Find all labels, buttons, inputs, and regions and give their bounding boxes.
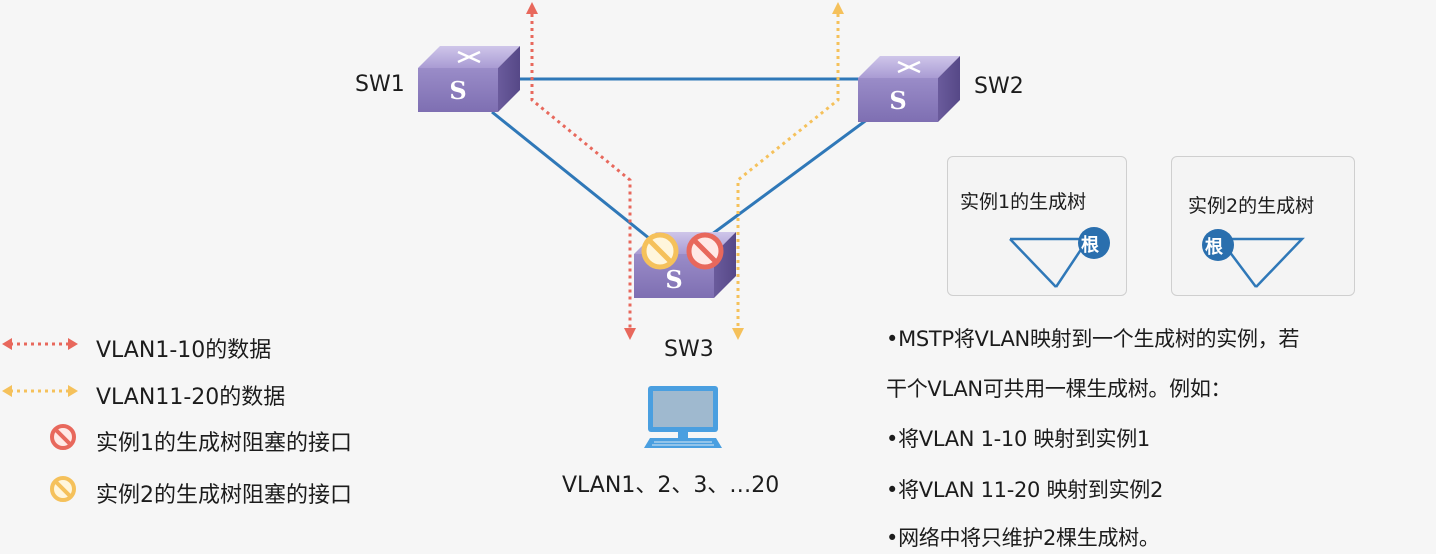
flow-vlan11-20-arrowhead-bottom — [732, 328, 744, 340]
legend-arrow-vlan11-20-icon — [2, 385, 78, 397]
legend-item-vlan11-20: VLAN11-20的数据 — [96, 385, 286, 410]
flow-vlan11-20 — [736, 14, 840, 330]
legend-item-blocked-instance1: 实例1的生成树阻塞的接口 — [96, 431, 352, 456]
legend-item-blocked-instance2: 实例2的生成树阻塞的接口 — [96, 483, 352, 508]
instance2-tree-graphic — [1202, 229, 1305, 288]
pc-vlan-label: VLAN1、2、3、…20 — [562, 473, 780, 498]
svg-text:S: S — [665, 265, 682, 294]
sw1-label: SW1 — [355, 72, 405, 97]
legend-blocked-instance2-icon — [50, 476, 76, 502]
legend-item-vlan1-10: VLAN1-10的数据 — [96, 338, 272, 363]
instance2-root-badge: 根 — [1205, 237, 1223, 258]
instance2-title: 实例2的生成树 — [1188, 195, 1315, 217]
legend-blocked-instance1-icon — [50, 424, 76, 450]
instance1-tree-graphic — [1009, 227, 1110, 288]
flow-vlan11-20-arrowhead-top — [832, 2, 844, 14]
legend-arrow-vlan1-10-icon — [2, 338, 78, 350]
blocked-port-instance2-icon — [641, 232, 679, 270]
sw2-label: SW2 — [974, 74, 1024, 99]
instance1-root-badge: 根 — [1081, 235, 1099, 256]
switch-sw1-icon: S — [418, 46, 520, 112]
instance1-title: 实例1的生成树 — [960, 191, 1087, 213]
flow-vlan1-10-arrowhead-bottom — [624, 328, 636, 340]
instance1-tree-panel: 实例1的生成树 根 — [947, 156, 1127, 296]
link-sw2-sw3 — [699, 114, 873, 245]
note-line-1: •MSTP将VLAN映射到一个生成树的实例，若 — [886, 327, 1300, 351]
switch-sw2-icon: S — [858, 56, 960, 122]
svg-text:S: S — [449, 76, 466, 105]
note-line-4: •将VLAN 11-20 映射到实例2 — [886, 478, 1164, 502]
sw3-label: SW3 — [664, 337, 714, 362]
note-line-2: 干个VLAN可共用一棵生成树。例如： — [886, 377, 1232, 401]
instance2-tree-panel: 实例2的生成树 根 — [1171, 156, 1355, 296]
flow-vlan1-10 — [530, 14, 632, 330]
note-line-5: •网络中将只维护2棵生成树。 — [886, 526, 1160, 550]
flow-vlan1-10-arrowhead-top — [526, 2, 538, 14]
svg-text:S: S — [889, 86, 906, 115]
pc-icon — [644, 386, 722, 448]
link-sw1-sw3 — [491, 110, 656, 245]
note-line-3: •将VLAN 1-10 映射到实例1 — [886, 427, 1150, 451]
blocked-port-instance1-icon — [686, 232, 724, 270]
